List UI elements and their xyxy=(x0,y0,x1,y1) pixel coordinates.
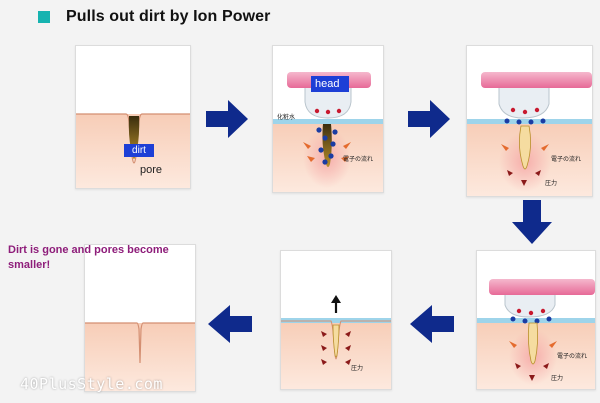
result-caption: Dirt is gone and pores become smaller! xyxy=(8,244,169,271)
arrow-right-icon xyxy=(206,100,248,138)
watermark: 40PlusStyle.com xyxy=(20,375,163,393)
dirt-label: dirt xyxy=(124,144,154,157)
step-1-illustration xyxy=(76,113,190,188)
toner-label: 化粧水 xyxy=(277,115,296,121)
arrow-left-icon xyxy=(208,305,252,343)
electron-flow-label: 電子の流れ xyxy=(343,157,374,163)
arrow-right-icon xyxy=(408,100,450,138)
electron-flow-label: 電子の流れ xyxy=(551,157,582,163)
title-row: Pulls out dirt by Ion Power xyxy=(38,6,271,28)
step-6-illustration xyxy=(85,322,195,391)
title-square-icon xyxy=(38,11,50,23)
pressure-label: 圧力 xyxy=(545,181,558,187)
pressure-label: 圧力 xyxy=(351,366,364,372)
head-label: head xyxy=(311,76,349,92)
panel-step-5: 圧力 xyxy=(280,250,392,390)
arrow-down-icon xyxy=(512,200,552,244)
step-2-illustration xyxy=(273,72,383,192)
step-5-illustration xyxy=(281,295,391,389)
page-title: Pulls out dirt by Ion Power xyxy=(66,8,271,25)
pore-label: pore xyxy=(140,164,163,176)
panel-step-3: 電子の流れ 圧力 xyxy=(466,45,593,197)
step-4-illustration xyxy=(477,279,595,389)
panel-step-6 xyxy=(84,244,196,392)
panel-step-4: 電子の流れ 圧力 xyxy=(476,250,596,390)
electron-flow-label: 電子の流れ xyxy=(557,354,588,360)
panel-step-1: dirt pore xyxy=(75,45,191,189)
arrow-left-icon xyxy=(410,305,454,343)
panel-step-2: head 化粧水 電子の流れ xyxy=(272,45,384,193)
step-3-illustration xyxy=(467,72,592,196)
pressure-label: 圧力 xyxy=(551,376,564,382)
